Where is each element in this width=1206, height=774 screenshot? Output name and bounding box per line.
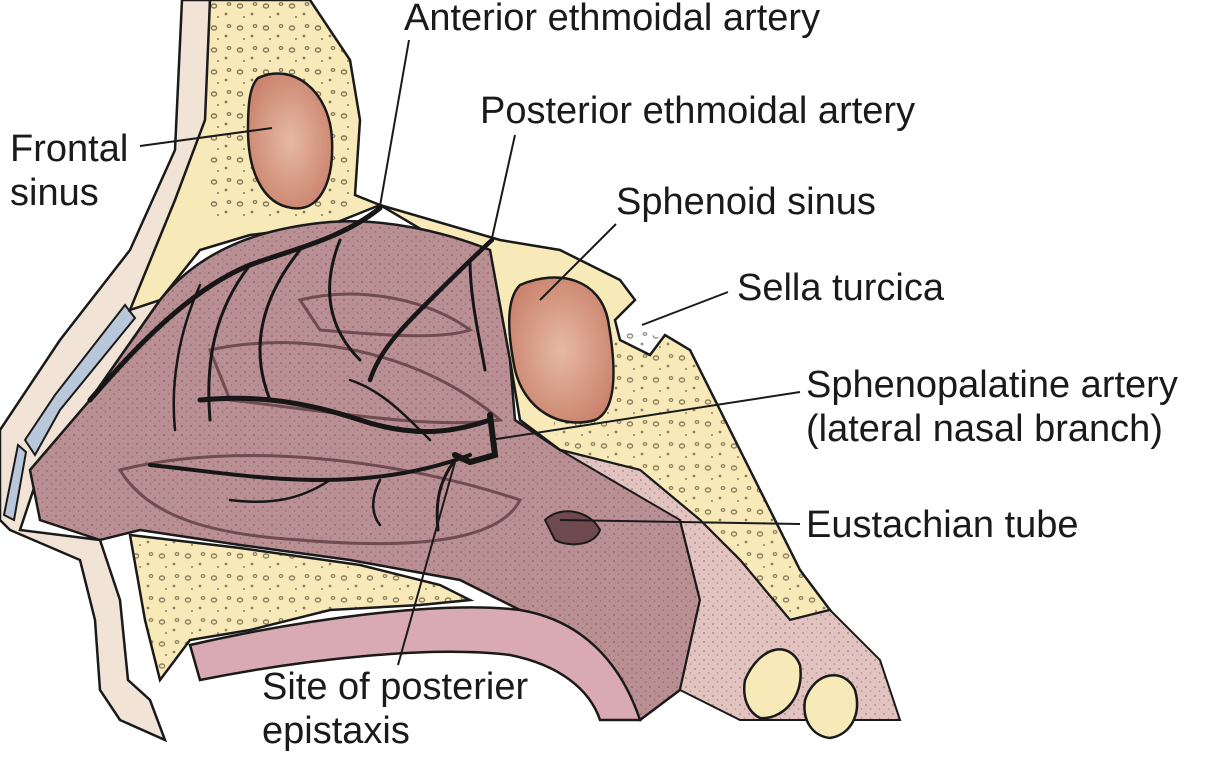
sphenopalatine-artery <box>197 395 493 435</box>
label-sphenoid-sinus: Sphenoid sinus <box>616 181 876 223</box>
turbinate-upper <box>297 292 474 338</box>
sphenoid-sinus-cavity <box>508 276 615 424</box>
leader-posterior-ethmoidal <box>491 134 516 239</box>
label-eustachian-tube: Eustachian tube <box>806 504 1079 546</box>
turbinate-inferior <box>117 454 523 546</box>
cervical-vertebra <box>743 648 802 720</box>
frontal-sinus-cavity <box>246 72 334 210</box>
turbinate-middle <box>207 341 504 425</box>
nasal-cartilage <box>23 303 137 457</box>
label-sella-turcica: Sella turcica <box>737 267 944 309</box>
label-frontal-sinus-line1: Frontal <box>10 128 129 170</box>
leader-sphenopalatine <box>489 391 801 441</box>
artery-network <box>87 205 499 532</box>
leader-sphenoid-sinus <box>539 223 617 301</box>
cervical-vertebra-2 <box>803 674 859 740</box>
leader-anterior-ethmoidal <box>379 39 410 207</box>
nasal-cartilage-lower <box>2 443 28 522</box>
label-sphenopalatine-line2: (lateral nasal branch) <box>806 408 1163 450</box>
label-anterior-ethmoidal-artery: Anterior ethmoidal artery <box>404 0 821 39</box>
leader-posterior-epistaxis <box>397 461 456 666</box>
label-posterior-epistaxis-line2: epistaxis <box>262 710 410 752</box>
label-sphenopalatine-line1: Sphenopalatine artery <box>806 364 1178 406</box>
posterior-ethmoidal-artery <box>367 237 495 383</box>
label-frontal-sinus-line2: sinus <box>10 172 99 214</box>
leader-eustachian-tube <box>559 519 801 525</box>
leader-lines <box>139 39 801 666</box>
label-posterior-ethmoidal-artery: Posterior ethmoidal artery <box>480 90 916 132</box>
label-posterior-epistaxis-line1: Site of posterier <box>262 666 529 708</box>
leader-frontal-sinus <box>139 127 273 147</box>
soft-palate <box>188 606 642 722</box>
leader-sella-turcica <box>641 291 729 326</box>
